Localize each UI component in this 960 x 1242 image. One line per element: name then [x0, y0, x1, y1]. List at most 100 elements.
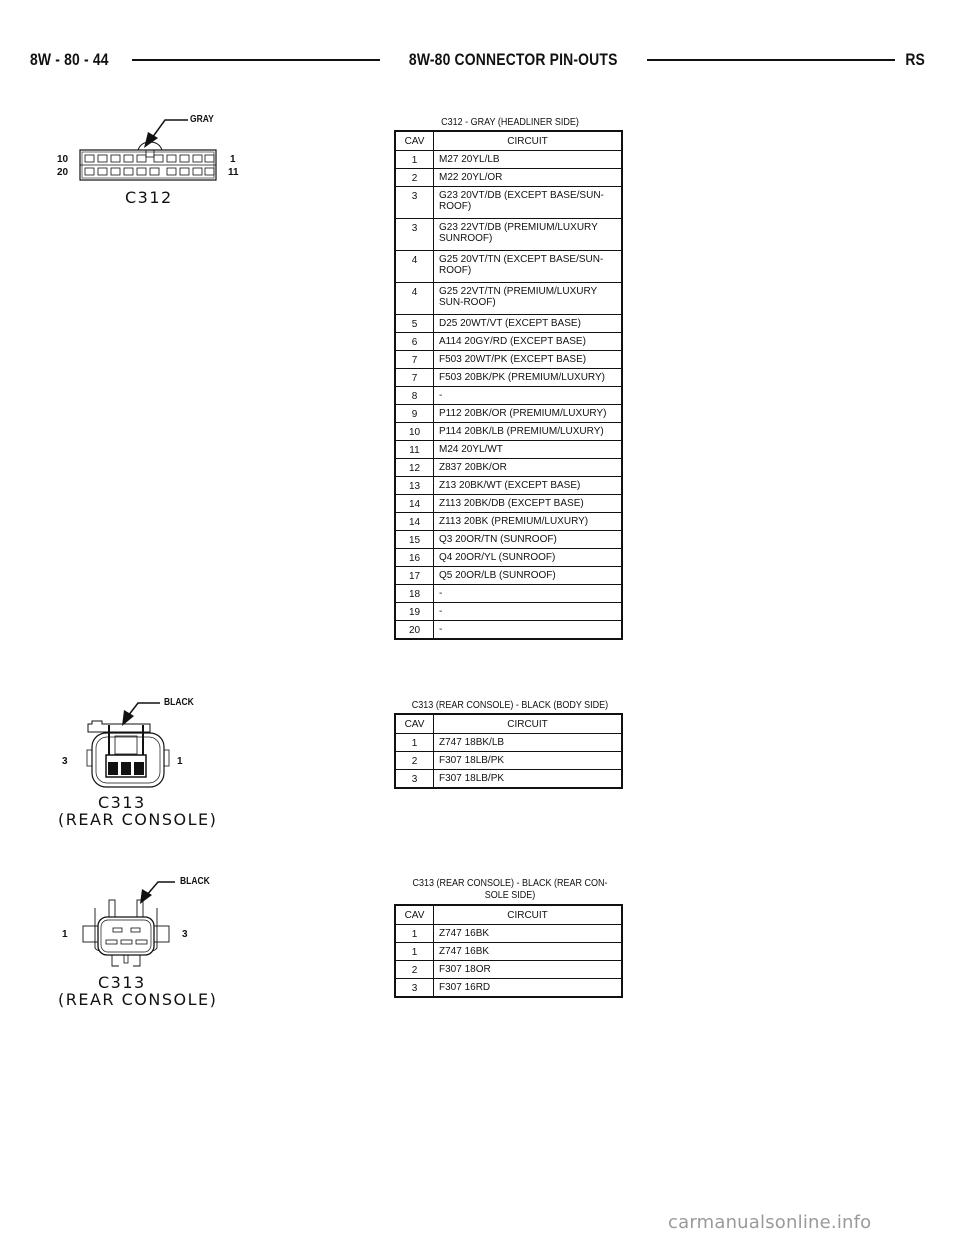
- circuit-cell: P114 20BK/LB (PREMIUM/LUXURY): [433, 422, 622, 441]
- header-rule-right: [646, 59, 895, 61]
- cav-cell: 9: [395, 404, 434, 423]
- cav-cell: 3: [395, 186, 434, 219]
- watermark: carmanualsonline.info: [668, 1212, 872, 1233]
- circuit-cell: F307 18LB/PK: [433, 769, 622, 788]
- title-line-2: SOLE SIDE): [484, 890, 536, 901]
- cav-column-header: CAV: [395, 131, 434, 151]
- cav-cell: 3: [395, 218, 434, 251]
- cav-cell: 10: [395, 422, 434, 441]
- c312-diagram-label: C312: [125, 188, 173, 207]
- c313-body-diagram-label: C313: [98, 793, 146, 812]
- circuit-cell: F503 20WT/PK (EXCEPT BASE): [433, 350, 622, 369]
- c313-console-side-connector-diagram: BLACK 1 3 C313 (REAR CONSOLE): [40, 870, 220, 1020]
- c312-pin-label: 20: [57, 167, 69, 178]
- circuit-cell: F307 16RD: [433, 978, 622, 997]
- c313-body-diagram-sublabel: (REAR CONSOLE): [58, 810, 218, 829]
- c313-console-color-tag: BLACK: [180, 876, 210, 887]
- model-code: RS: [905, 50, 926, 69]
- circuit-cell: Z747 16BK: [433, 924, 622, 943]
- cav-cell: 12: [395, 458, 434, 477]
- c312-pin-label: 1: [230, 154, 236, 165]
- cav-cell: 11: [395, 440, 434, 459]
- table-row: 18-: [395, 584, 622, 603]
- c313-body-table-title: C313 (REAR CONSOLE) - BLACK (BODY SIDE): [411, 700, 609, 711]
- circuit-cell: G23 20VT/DB (EXCEPT BASE/SUN-ROOF): [433, 186, 622, 219]
- page-header: 8W - 80 - 44 8W-80 CONNECTOR PIN-OUTS RS: [30, 48, 925, 72]
- c313-male-connector-icon: [82, 881, 175, 967]
- cav-cell: 3: [395, 978, 434, 997]
- c313-body-pin-label: 3: [62, 756, 68, 767]
- c313-console-diagram-label: C313: [98, 973, 146, 992]
- cav-cell: 15: [395, 530, 434, 549]
- circuit-cell: F307 18LB/PK: [433, 751, 622, 770]
- circuit-cell: Z113 20BK (PREMIUM/LUXURY): [433, 512, 622, 531]
- c313-body-color-tag: BLACK: [164, 697, 194, 708]
- circuit-cell: Z113 20BK/DB (EXCEPT BASE): [433, 494, 622, 513]
- table-row: 19-: [395, 602, 622, 621]
- cav-cell: 7: [395, 350, 434, 369]
- c312-pin-label: 10: [57, 154, 69, 165]
- c313-console-diagram-sublabel: (REAR CONSOLE): [58, 990, 218, 1009]
- cav-cell: 1: [395, 942, 434, 961]
- c312-pin-label: 11: [228, 167, 239, 178]
- cav-cell: 19: [395, 602, 434, 621]
- section-title: 8W-80 CONNECTOR PIN-OUTS: [409, 50, 618, 69]
- cav-cell: 8: [395, 386, 434, 405]
- cav-cell: 20: [395, 620, 434, 639]
- cav-cell: 3: [395, 769, 434, 788]
- circuit-cell: F503 20BK/PK (PREMIUM/LUXURY): [433, 368, 622, 387]
- c312-connector-icon: [79, 119, 217, 181]
- circuit-cell: -: [433, 602, 622, 621]
- table-row: 20-: [395, 620, 622, 639]
- cav-cell: 16: [395, 548, 434, 567]
- circuit-cell: Q4 20OR/YL (SUNROOF): [433, 548, 622, 567]
- circuit-cell: Q3 20OR/TN (SUNROOF): [433, 530, 622, 549]
- circuit-column-header: CIRCUIT: [433, 131, 622, 151]
- circuit-cell: Z837 20BK/OR: [433, 458, 622, 477]
- circuit-cell: M22 20YL/OR: [433, 168, 622, 187]
- cav-cell: 14: [395, 512, 434, 531]
- cav-cell: 14: [395, 494, 434, 513]
- circuit-cell: F307 18OR: [433, 960, 622, 979]
- cav-cell: 6: [395, 332, 434, 351]
- cav-cell: 5: [395, 314, 434, 333]
- circuit-cell: G25 22VT/TN (PREMIUM/LUXURY SUN-ROOF): [433, 282, 622, 315]
- header-rule-left: [131, 59, 381, 61]
- c313-female-connector-icon: [86, 702, 170, 788]
- circuit-cell: Z13 20BK/WT (EXCEPT BASE): [433, 476, 622, 495]
- c313-console-pin-label: 3: [182, 929, 188, 940]
- circuit-cell: M24 20YL/WT: [433, 440, 622, 459]
- c313-body-pin-label: 1: [177, 756, 183, 767]
- circuit-cell: -: [433, 584, 622, 603]
- circuit-cell: -: [433, 386, 622, 405]
- circuit-cell: G25 20VT/TN (EXCEPT BASE/SUN-ROOF): [433, 250, 622, 283]
- circuit-cell: D25 20WT/VT (EXCEPT BASE): [433, 314, 622, 333]
- c313-console-table-title: C313 (REAR CONSOLE) - BLACK (REAR CON- S…: [402, 878, 618, 902]
- circuit-column-header: CIRCUIT: [433, 905, 622, 925]
- c313-console-pin-label: 1: [62, 929, 68, 940]
- cav-column-header: CAV: [395, 905, 434, 925]
- cav-cell: 2: [395, 751, 434, 770]
- c313-body-side-connector-diagram: BLACK 3 1 C313 (REAR CONSOLE): [40, 690, 220, 840]
